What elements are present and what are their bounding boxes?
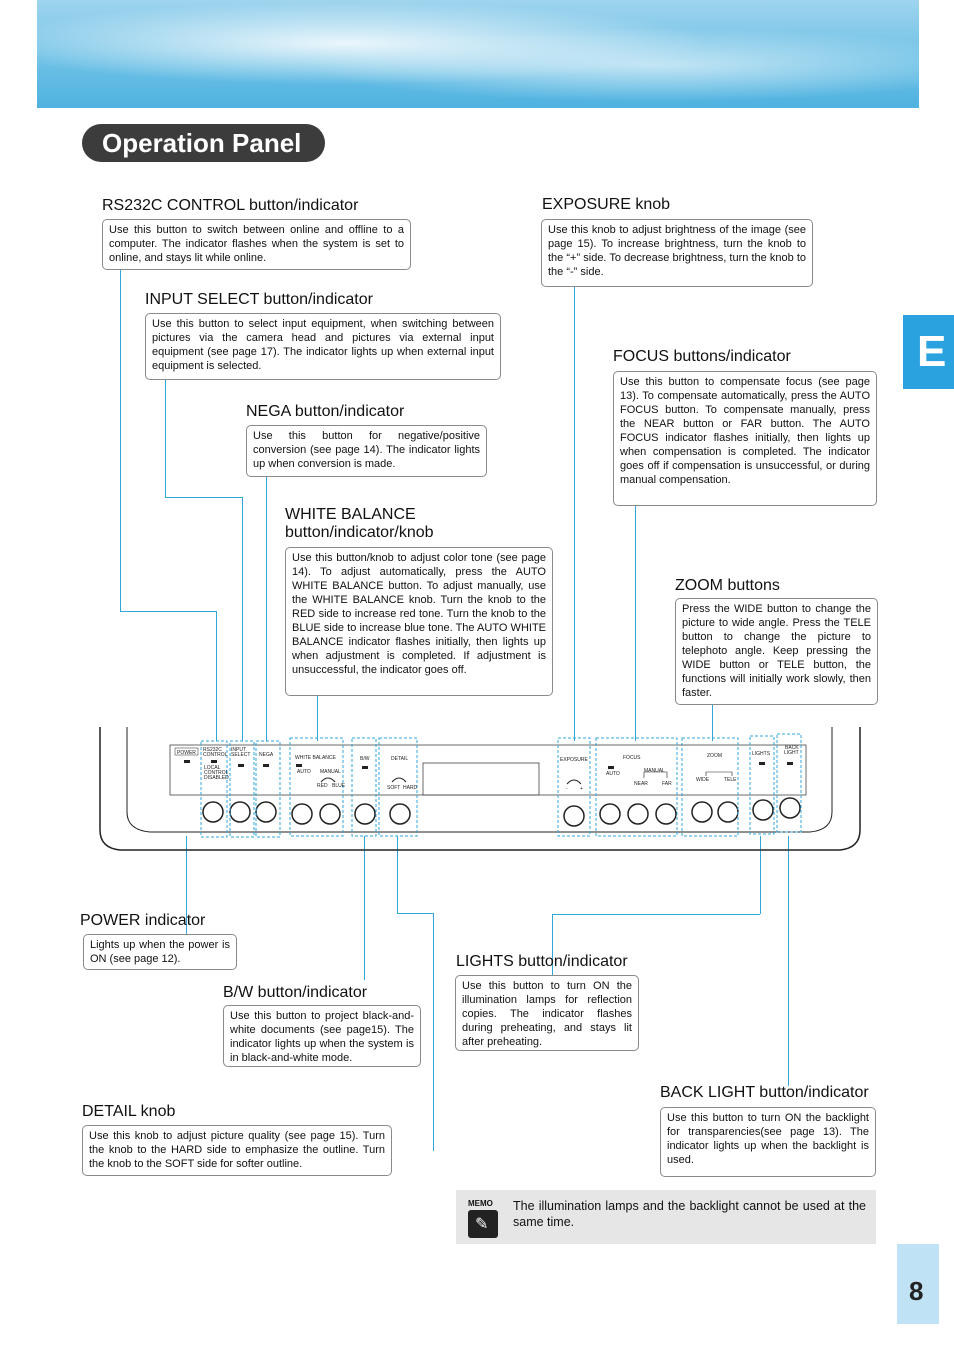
- leader-power: [186, 836, 187, 934]
- heading-detail: DETAIL knob: [82, 1103, 176, 1120]
- leader-input-h: [165, 497, 242, 498]
- heading-focus: FOCUS buttons/indicator: [613, 348, 791, 365]
- panel-label-soft: SOFT: [387, 785, 400, 791]
- heading-white-balance-1: WHITE BALANCE: [285, 506, 416, 523]
- leader-rs232c-h: [120, 611, 216, 612]
- leader-input: [165, 380, 166, 497]
- heading-white-balance-2: button/indicator/knob: [285, 524, 434, 541]
- desc-focus: Use this button to compensate focus (see…: [613, 371, 877, 506]
- leader-lights-v2: [552, 914, 553, 976]
- panel-label-input-2: SELECT: [231, 752, 250, 758]
- leader-detail-h: [397, 913, 433, 914]
- desc-exposure: Use this knob to adjust brightness of th…: [541, 219, 813, 287]
- panel-label-focus-auto: AUTO: [606, 771, 620, 777]
- panel-label-white-balance: WHITE BALANCE: [295, 755, 337, 761]
- panel-label-focus: FOCUS: [623, 755, 641, 761]
- heading-lights: LIGHTS button/indicator: [456, 953, 628, 970]
- language-tab-letter: E: [917, 327, 947, 376]
- leader-back-light: [788, 836, 789, 1086]
- memo-pencil-icon: ✎: [468, 1210, 498, 1238]
- leader-lights: [760, 836, 761, 914]
- heading-power: POWER indicator: [80, 912, 206, 929]
- panel-label-wide: WIDE: [696, 777, 710, 783]
- panel-label-hard: HARD: [403, 785, 418, 791]
- panel-label-back-2: LIGHT: [784, 750, 799, 756]
- page-number-tab: 8: [897, 1244, 939, 1324]
- panel-label-zoom: ZOOM: [707, 753, 722, 759]
- leader-detail-v2: [433, 913, 434, 1151]
- panel-label-local-2: CONTROL: [204, 770, 229, 776]
- panel-label-blue: BLUE: [332, 783, 346, 789]
- desc-input-select: Use this button to select input equipmen…: [145, 313, 501, 380]
- panel-label-plus: +: [580, 786, 583, 792]
- panel-label-manual: MANUAL: [320, 769, 341, 775]
- panel-label-local-1: LOCAL: [204, 765, 221, 771]
- page-number: 8: [909, 1276, 924, 1306]
- desc-zoom: Press the WIDE button to change the pict…: [675, 598, 878, 705]
- panel-label-focus-manual: MANUAL: [644, 768, 665, 774]
- leader-nega: [266, 477, 267, 741]
- panel-label-minus: -: [566, 786, 568, 792]
- leader-focus: [635, 506, 636, 741]
- panel-label-bw: B/W: [360, 756, 370, 762]
- leader-input-v2: [242, 497, 243, 741]
- panel-label-far: FAR: [662, 781, 672, 787]
- panel-label-local-3: DISABLED: [204, 775, 229, 781]
- panel-label-tele: TELE: [724, 777, 737, 783]
- panel-label-back-1: BACK: [785, 745, 799, 751]
- panel-label-red: RED: [317, 783, 328, 789]
- panel-label-rs232c-2: CONTROL: [203, 752, 228, 758]
- panel-label-input-1: INPUT: [231, 747, 246, 753]
- panel-label-auto: AUTO: [297, 769, 311, 775]
- memo-text: The illumination lamps and the backlight…: [513, 1199, 866, 1229]
- heading-bw: B/W button/indicator: [223, 984, 368, 1001]
- heading-back-light: BACK LIGHT button/indicator: [660, 1084, 869, 1101]
- panel-label-lights: LIGHTS: [752, 751, 771, 757]
- desc-back-light: Use this button to turn ON the backlight…: [660, 1107, 876, 1177]
- desc-white-balance: Use this button/knob to adjust color ton…: [285, 547, 553, 696]
- leader-white-balance: [317, 696, 318, 741]
- page-title-badge: Operation Panel: [82, 124, 325, 162]
- leader-exposure: [574, 287, 575, 741]
- panel-label-detail: DETAIL: [391, 756, 408, 762]
- panel-label-rs232c-1: RS232C: [203, 747, 222, 753]
- leader-rs232c-v2: [216, 611, 217, 741]
- desc-nega: Use this button for negative/positive co…: [246, 425, 487, 477]
- desc-rs232c: Use this button to switch between online…: [102, 219, 411, 270]
- heading-input-select: INPUT SELECT button/indicator: [145, 291, 373, 308]
- page-title: Operation Panel: [102, 128, 302, 158]
- leader-bw: [364, 836, 365, 980]
- desc-detail: Use this knob to adjust picture quality …: [82, 1125, 392, 1176]
- panel-label-nega: NEGA: [259, 752, 274, 758]
- leader-zoom: [712, 705, 713, 741]
- heading-zoom: ZOOM buttons: [675, 577, 780, 594]
- language-tab: E: [903, 315, 954, 389]
- memo-box: MEMO ✎ The illumination lamps and the ba…: [456, 1190, 876, 1244]
- heading-rs232c: RS232C CONTROL button/indicator: [102, 197, 359, 214]
- heading-nega: NEGA button/indicator: [246, 403, 405, 420]
- desc-lights: Use this button to turn ON the illuminat…: [455, 975, 639, 1051]
- leader-lights-h: [552, 914, 760, 915]
- memo-label: MEMO: [468, 1199, 493, 1208]
- leader-rs232c: [120, 270, 121, 612]
- leader-detail: [397, 836, 398, 913]
- desc-power: Lights up when the power is ON (see page…: [83, 934, 237, 970]
- header-banner: [37, 0, 919, 108]
- panel-label-power: POWER: [177, 750, 196, 756]
- desc-bw: Use this button to project black-and-whi…: [223, 1005, 421, 1067]
- panel-label-near: NEAR: [634, 781, 648, 787]
- heading-exposure: EXPOSURE knob: [542, 196, 671, 213]
- panel-label-exposure: EXPOSURE: [560, 757, 588, 763]
